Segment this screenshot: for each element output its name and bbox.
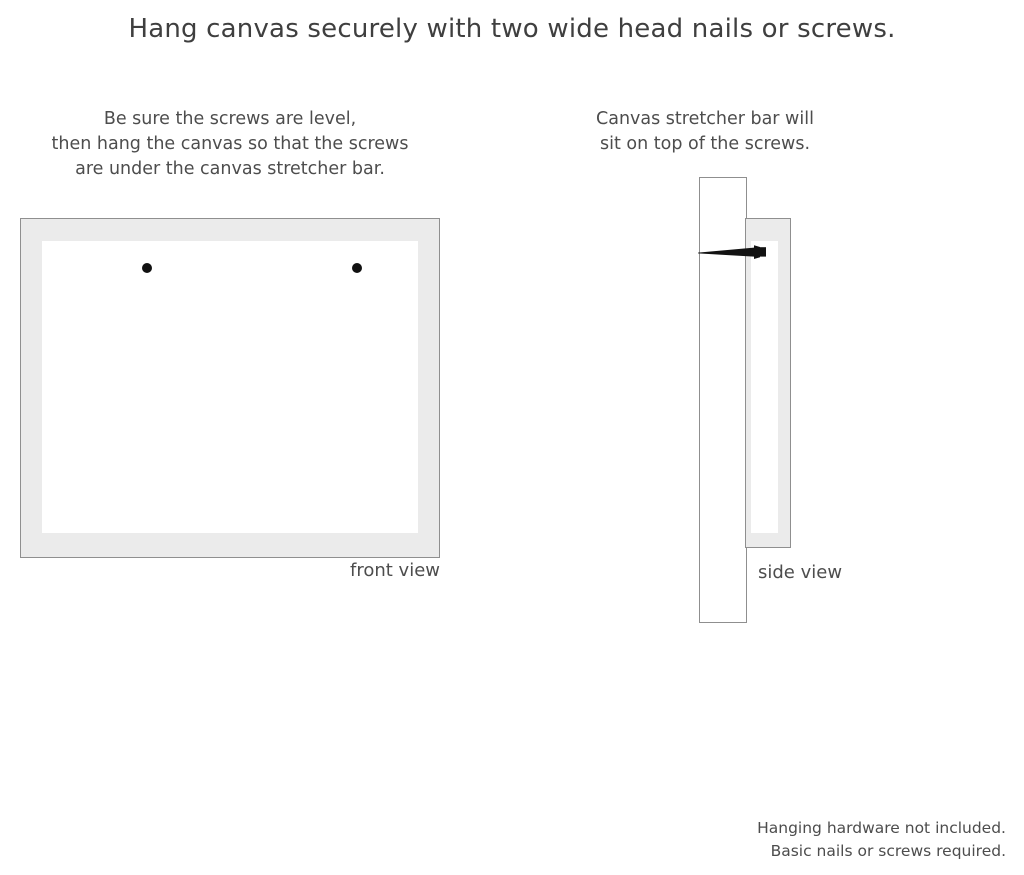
side-view-caption-line-2: sit on top of the screws. [599,134,811,154]
front-view-caption-line-2: then hang the canvas so that the screws [51,134,409,154]
screw-head-left-icon [142,263,152,273]
canvas-stretcher-bar [745,218,791,548]
footer-note: Hanging hardware not included. Basic nai… [757,817,1006,863]
footer-note-line-1: Hanging hardware not included. [757,819,1006,837]
front-view-label: front view [350,560,440,581]
front-view-caption-line-1: Be sure the screws are level, [103,109,357,129]
front-view-caption-line-3: are under the canvas stretcher bar. [75,159,385,179]
canvas-face [42,241,418,533]
side-view-label: side view [758,562,843,583]
screw-side-icon [698,245,766,259]
screw-head-right-icon [352,263,362,273]
front-view-caption: Be sure the screws are level, then hang … [20,107,440,182]
stretcher-bar-inner-face [751,241,778,533]
side-view-caption: Canvas stretcher bar will sit on top of … [560,107,850,157]
side-view-caption-line-1: Canvas stretcher bar will [596,109,814,129]
canvas-frame-outline [20,218,440,558]
side-view-diagram [690,170,870,640]
footer-note-line-2: Basic nails or screws required. [770,842,1006,860]
page-title: Hang canvas securely with two wide head … [128,14,896,44]
front-view-diagram [20,218,440,558]
